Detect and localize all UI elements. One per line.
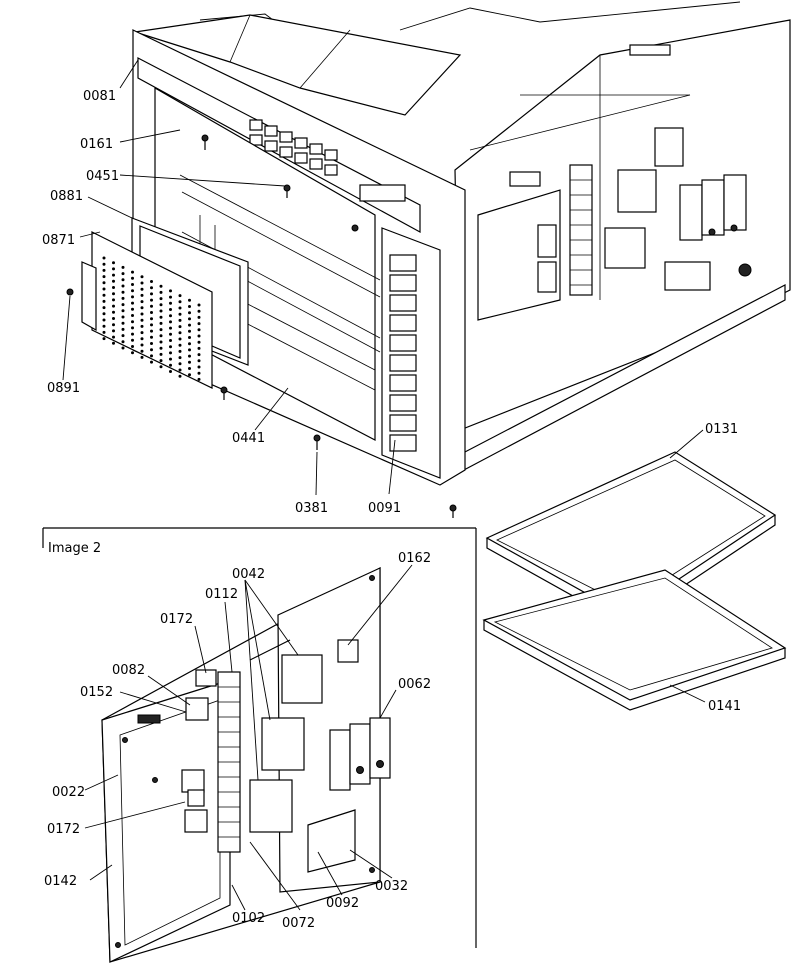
tray-assembly <box>482 451 787 711</box>
callout-0131: 0131 <box>705 422 738 437</box>
callout-0032: 0032 <box>375 879 408 894</box>
terminal-strip <box>217 671 241 853</box>
callout-0381: 0381 <box>295 501 328 516</box>
control-keypad <box>249 119 406 202</box>
callout-0451: 0451 <box>86 169 119 184</box>
callout-0142: 0142 <box>44 874 77 889</box>
callout-0172-bottom: 0172 <box>47 822 80 837</box>
oven-cabinet-assembly <box>66 1 791 518</box>
callout-0091: 0091 <box>368 501 401 516</box>
upper-relays <box>509 127 752 291</box>
callout-0891: 0891 <box>47 381 80 396</box>
side-control-panel <box>381 227 441 479</box>
screw-icons <box>66 134 457 518</box>
callout-0172-top: 0172 <box>160 612 193 627</box>
callout-leaders <box>62 59 706 911</box>
callout-0871: 0871 <box>42 233 75 248</box>
callout-0022: 0022 <box>52 785 85 800</box>
callout-0081: 0081 <box>83 89 116 104</box>
callout-0082: 0082 <box>112 663 145 678</box>
callout-0162: 0162 <box>398 551 431 566</box>
image-2-panel <box>42 527 477 963</box>
callout-0881: 0881 <box>50 189 83 204</box>
relays <box>249 654 323 833</box>
callout-0152: 0152 <box>80 685 113 700</box>
callout-0042: 0042 <box>232 567 265 582</box>
callout-0072: 0072 <box>282 916 315 931</box>
callout-0161: 0161 <box>80 137 113 152</box>
callout-0092: 0092 <box>326 896 359 911</box>
callout-0141: 0141 <box>708 699 741 714</box>
upper-terminal-strip <box>569 164 593 296</box>
callout-labels: 0081 0161 0451 0881 0871 0891 0441 0381 … <box>42 89 741 931</box>
power-terminal-blocks <box>329 717 391 791</box>
callout-0441: 0441 <box>232 431 265 446</box>
board-connectors <box>181 669 217 833</box>
callout-0102: 0102 <box>232 911 265 926</box>
callout-0112: 0112 <box>205 587 238 602</box>
perforated-filter <box>81 231 213 389</box>
image-2-label: Image 2 <box>48 541 101 556</box>
callout-0062: 0062 <box>398 677 431 692</box>
